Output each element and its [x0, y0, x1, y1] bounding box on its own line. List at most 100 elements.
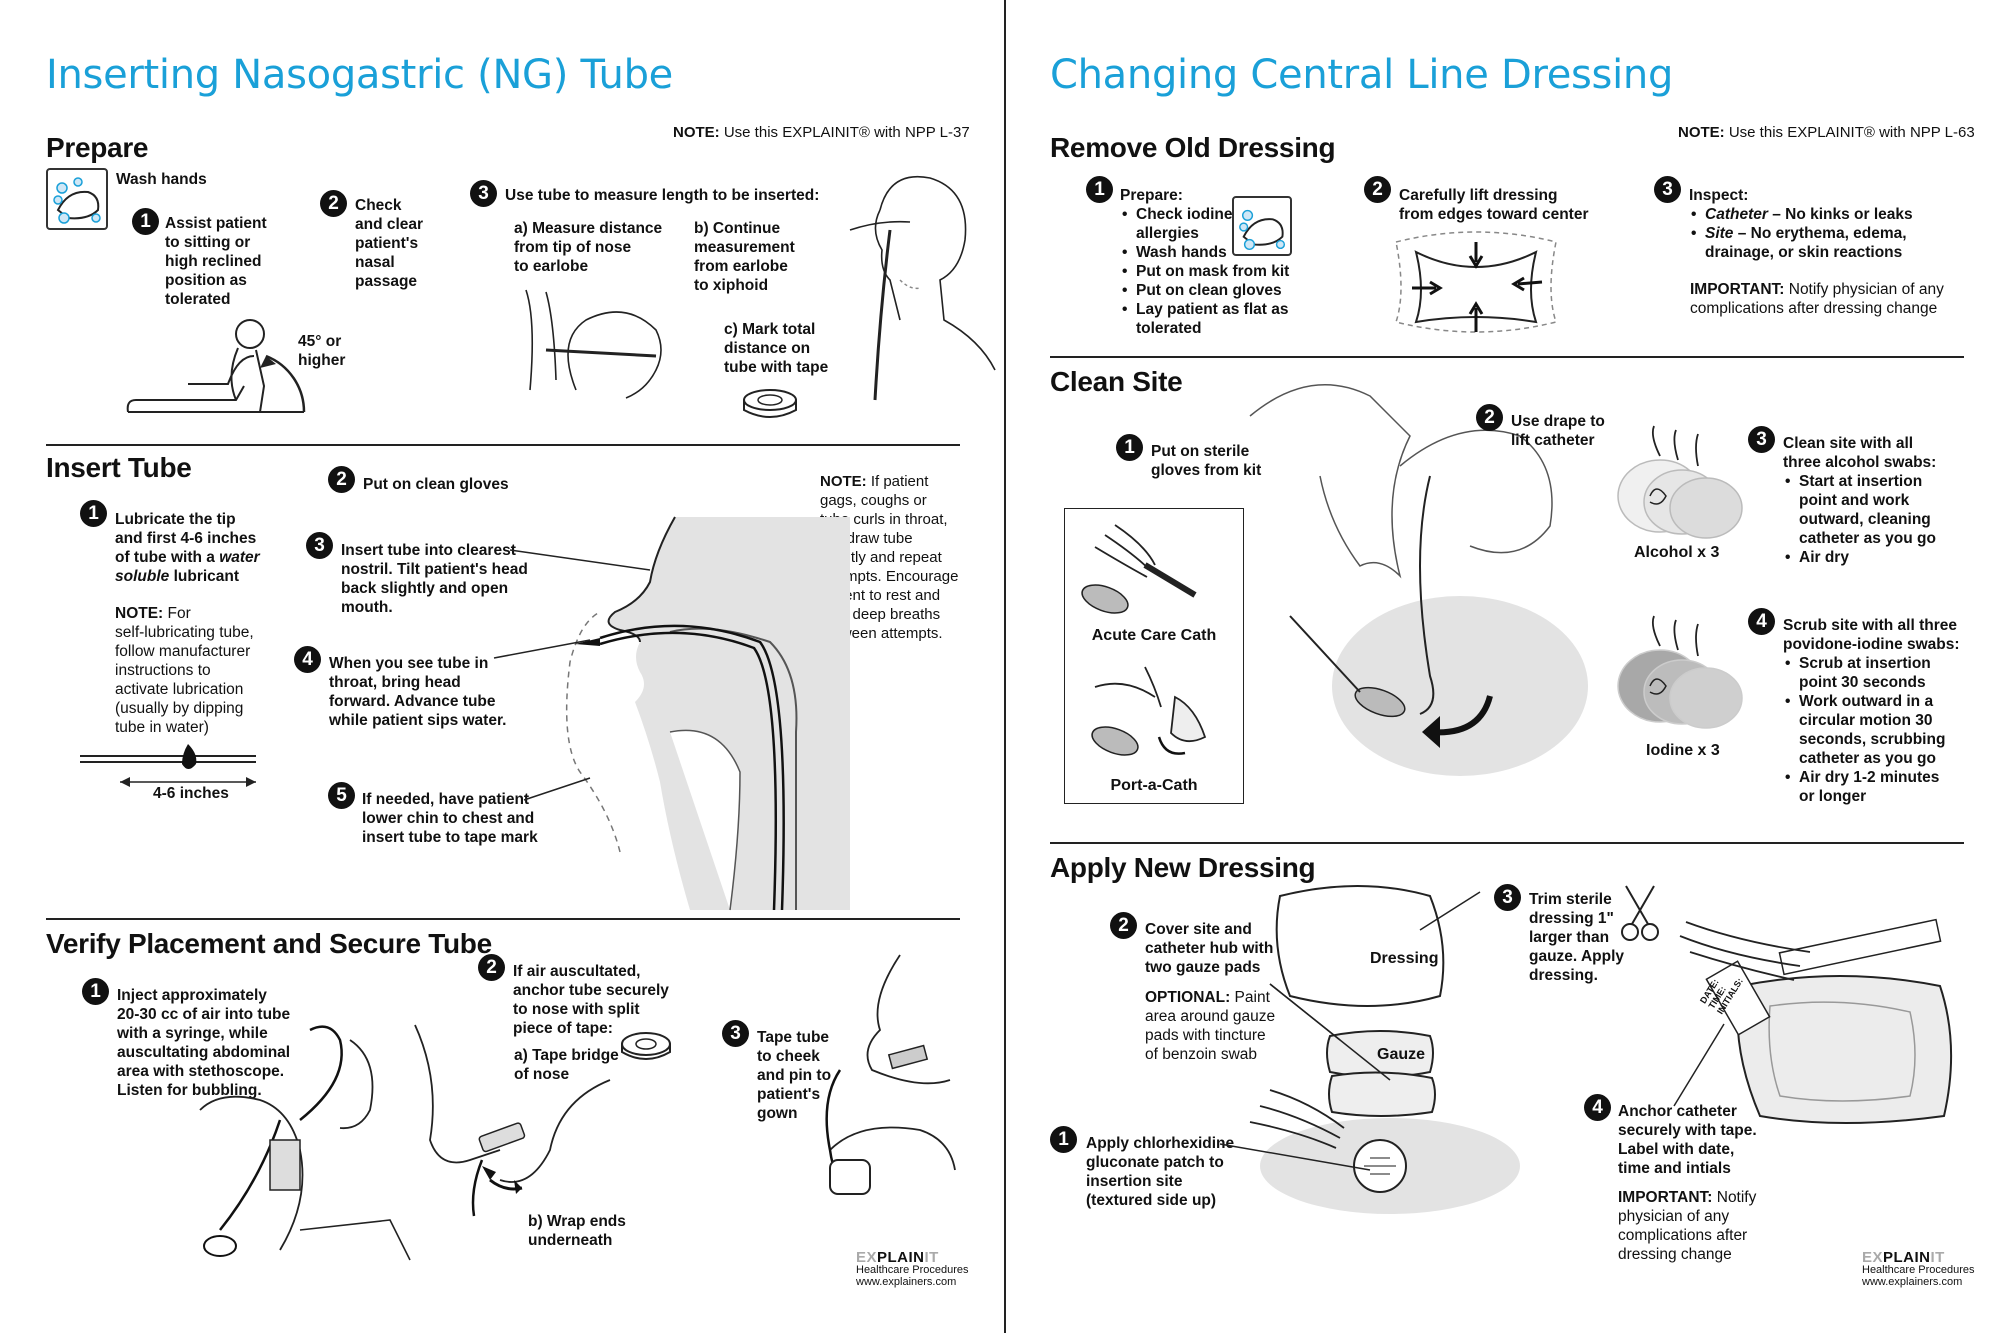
dressing-label: Dressing — [1370, 950, 1439, 967]
clean-site-heading: Clean Site — [1050, 366, 1183, 397]
remove-step1-title: Prepare: — [1120, 187, 1183, 204]
step-number: 4 — [294, 646, 321, 673]
list-item: Lay patient as flat as tolerated — [1120, 300, 1300, 338]
clean-step1-text: Put on sterile gloves from kit — [1151, 443, 1262, 479]
step-number: 2 — [1364, 176, 1391, 203]
step-number: 3 — [722, 1020, 749, 1047]
apply-callout-lines — [1219, 891, 1481, 1171]
inspect-list: Catheter – No kinks or leaks Site – No e… — [1689, 205, 1949, 262]
remove-step1-list: Check iodine allergies Wash hands Put on… — [1120, 205, 1300, 338]
apply-step3-text: Trim sterile dressing 1" larger than gau… — [1529, 891, 1625, 984]
remove-important-note: IMPORTANT: Notify physician of any compl… — [1690, 281, 1944, 317]
right-page-title: Changing Central Line Dressing — [1050, 52, 1674, 98]
wash-hands-icon — [1232, 196, 1292, 256]
step-number: 3 — [1494, 884, 1521, 911]
section-divider — [46, 918, 960, 920]
step-number: 1 — [82, 978, 109, 1005]
remove-dressing-heading: Remove Old Dressing — [1050, 132, 1336, 163]
prepare-step3-text: Use tube to measure length to be inserte… — [505, 187, 820, 204]
step-number: 1 — [1050, 1126, 1077, 1153]
lift-dressing-illustration — [1395, 231, 1557, 333]
list-item: Check iodine allergies — [1120, 205, 1300, 243]
clean-step2-text: Use drape to lift catheter — [1511, 413, 1605, 449]
insert-step3-text: Insert tube into clearest nostril. Tilt … — [341, 542, 528, 616]
step-number: 2 — [478, 954, 505, 981]
insert-tube-heading: Insert Tube — [46, 452, 192, 483]
list-item: Work outward in a circular motion 30 sec… — [1783, 692, 1973, 768]
clean-step3-title: Clean site with all three alcohol swabs: — [1783, 435, 1937, 471]
step-number: 1 — [80, 500, 107, 527]
section-divider — [1050, 842, 1964, 844]
port-a-cath-label: Port-a-Cath — [1110, 777, 1198, 794]
list-item: Put on clean gloves — [1120, 281, 1300, 300]
tape-cheek-gown-illustration — [825, 954, 956, 1195]
measure-nose-ear-illustration — [525, 289, 662, 399]
step-number: 2 — [1110, 912, 1137, 939]
catheter-types-box: Acute Care Cath Port-a-Cath — [1064, 508, 1244, 804]
anchor-callout-line — [1673, 1023, 1725, 1107]
list-item: Air dry — [1783, 548, 1963, 567]
insert-step5-text: If needed, have patient lower chin to ch… — [362, 791, 538, 846]
page-divider — [1004, 0, 1006, 1333]
step-number: 1 — [1086, 176, 1113, 203]
explainit-brand-logo: EXPLAINIT Healthcare Procedures www.expl… — [856, 1249, 969, 1288]
prepare-step3a-text: a) Measure distance from tip of nose to … — [514, 220, 663, 275]
patient-reclined-illustration — [126, 319, 306, 413]
step-number: 3 — [470, 180, 497, 207]
tape-roll-icon — [743, 389, 797, 418]
insert-step2-text: Put on clean gloves — [363, 476, 509, 493]
insert-lubrication-note: NOTE: For self-lubricating tube, follow … — [115, 605, 254, 736]
callout-lines — [493, 549, 651, 801]
verify-step3-text: Tape tube to cheek and pin to patient's … — [757, 1029, 832, 1122]
list-item: Put on mask from kit — [1120, 262, 1300, 281]
iodine-label: Iodine x 3 — [1646, 742, 1720, 759]
list-item: Scrub at insertion point 30 seconds — [1783, 654, 1973, 692]
wash-hands-icon — [46, 168, 108, 230]
verify-step2a-text: a) Tape bridge of nose — [514, 1047, 619, 1083]
prepare-heading: Prepare — [46, 132, 149, 163]
list-item: Air dry 1-2 minutes or longer — [1783, 768, 1973, 806]
clean-step4-title: Scrub site with all three povidone-iodin… — [1783, 617, 1960, 653]
inches-label: 4-6 inches — [153, 785, 229, 802]
step-number: 5 — [328, 782, 355, 809]
wash-hands-label: Wash hands — [116, 171, 207, 188]
iodine-swabs-illustration — [1617, 615, 1743, 729]
verify-step1-text: Inject approximately 20-30 cc of air int… — [117, 987, 291, 1099]
tube-lubrication-illustration — [80, 744, 256, 787]
prepare-step1-text: Assist patient to sitting or high reclin… — [165, 215, 267, 308]
gauze-label: Gauze — [1377, 1046, 1426, 1063]
verify-step2-text: If air auscultated, anchor tube securely… — [513, 963, 669, 1037]
prepare-step2-text: Check and clear patient's nasal passage — [355, 197, 424, 290]
insert-step4-text: When you see tube in throat, bring head … — [329, 655, 507, 729]
clean-step3-list: Start at insertion point and work outwar… — [1783, 472, 1963, 567]
scissors-icon — [1621, 885, 1659, 941]
insert-step1-text: Lubricate the tip and first 4-6 inches o… — [115, 511, 260, 585]
step-number: 2 — [320, 190, 347, 217]
step-number: 1 — [1116, 434, 1143, 461]
anchor-catheter-tape-illustration — [1679, 918, 1953, 1124]
verify-heading: Verify Placement and Secure Tube — [46, 928, 492, 959]
apply-optional-note: OPTIONAL: Paint area around gauze pads w… — [1145, 989, 1276, 1063]
step-number: 3 — [1654, 176, 1681, 203]
step-number: 4 — [1584, 1094, 1611, 1121]
inspect-title: Inspect: — [1689, 187, 1749, 204]
step-number: 4 — [1748, 608, 1775, 635]
apply-step1-text: Apply chlorhexidine gluconate patch to i… — [1086, 1135, 1235, 1209]
step-number: 3 — [1748, 426, 1775, 453]
remove-step2-text: Carefully lift dressing from edges towar… — [1399, 187, 1589, 223]
acute-care-cath-label: Acute Care Cath — [1091, 627, 1217, 644]
left-page-title: Inserting Nasogastric (NG) Tube — [46, 52, 673, 98]
step-number: 2 — [1476, 404, 1503, 431]
dressing-gauze-patch-illustration — [1249, 885, 1520, 1214]
verify-step2b-text: b) Wrap ends underneath — [528, 1213, 626, 1249]
section-divider — [46, 444, 960, 446]
explainit-brand-logo: EXPLAINIT Healthcare Procedures www.expl… — [1862, 1249, 1975, 1288]
section-divider — [1050, 356, 1964, 358]
step-number: 1 — [132, 208, 159, 235]
step-number: 3 — [306, 532, 333, 559]
list-item: Wash hands — [1120, 243, 1300, 262]
left-page-note: NOTE: Use this EXPLAINIT® with NPP L-37 — [673, 124, 970, 141]
tape-nose-hands-illustration — [414, 1024, 611, 1217]
list-item: Catheter – No kinks or leaks — [1689, 205, 1949, 224]
alcohol-swabs-illustration — [1617, 425, 1743, 539]
